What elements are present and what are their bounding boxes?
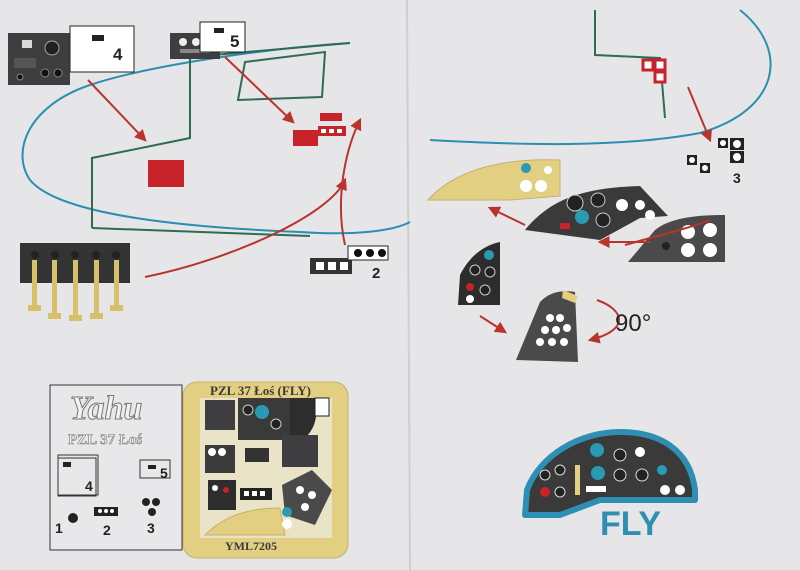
dark-small-panel xyxy=(458,242,500,305)
legend-brand: Yahu xyxy=(70,390,142,428)
red-gauge-cluster xyxy=(643,60,665,82)
fret-title: PZL 37 Łoś (FLY) xyxy=(210,383,311,399)
yellow-top-panel xyxy=(428,160,560,200)
legend-number-3: 3 xyxy=(147,520,155,536)
red-part-floor xyxy=(148,160,184,187)
part-number-5: 5 xyxy=(230,32,239,52)
legend-number-2: 2 xyxy=(103,522,111,538)
legend-model: PZL 37 Łoś xyxy=(68,432,142,449)
legend-number-5: 5 xyxy=(160,465,168,481)
fly-painted-panel xyxy=(525,432,695,515)
throttle-quadrant xyxy=(20,243,130,321)
legend-number-1: 1 xyxy=(55,520,63,536)
legend-number-4: 4 xyxy=(85,478,93,494)
part-3-gauges xyxy=(687,138,744,173)
part-number-2: 2 xyxy=(372,265,380,282)
part-number-4: 4 xyxy=(113,45,122,65)
right-cockpit-outline xyxy=(430,10,771,144)
rotation-label: 90° xyxy=(615,310,651,338)
page-fold xyxy=(407,0,410,570)
photo-etch-fret xyxy=(183,382,348,558)
fret-code: YML7205 xyxy=(225,539,277,554)
part-number-3: 3 xyxy=(733,170,741,186)
red-part-side xyxy=(293,130,318,146)
red-switch-strip xyxy=(318,113,346,136)
grey-wedge-panel xyxy=(516,290,578,362)
fly-brand-label: FLY xyxy=(600,505,661,544)
dark-right-panel xyxy=(628,215,725,262)
